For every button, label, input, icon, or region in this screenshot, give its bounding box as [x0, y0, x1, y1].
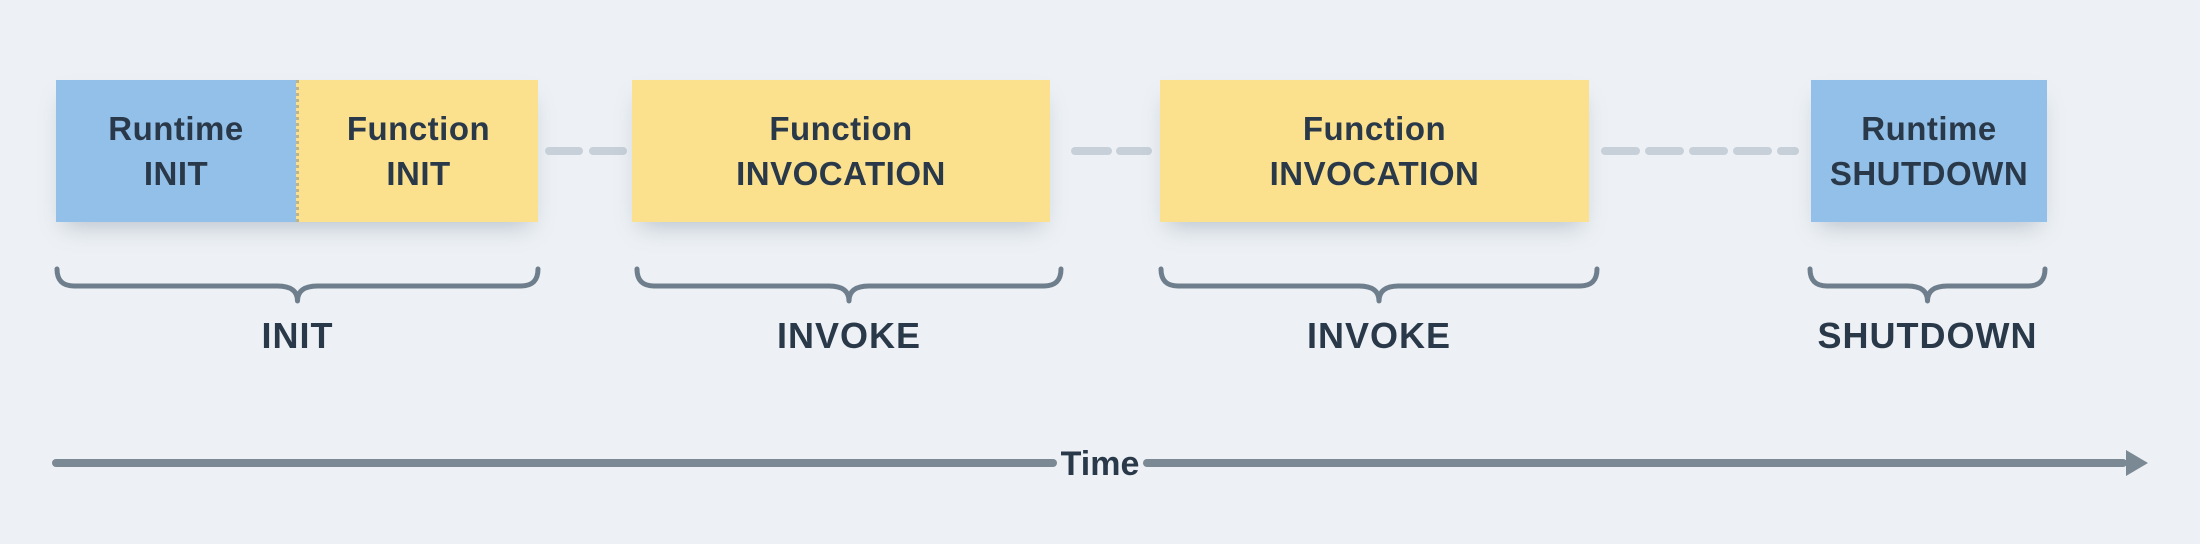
phase-group-shutdown: Runtime SHUTDOWN: [1811, 80, 2047, 222]
dashed-connector-icon: [545, 147, 627, 155]
phase-group-invoke-1: Function INVOCATION: [632, 80, 1050, 222]
segment-label-line2: SHUTDOWN: [1829, 155, 2029, 192]
phase-label-shutdown: SHUTDOWN: [1817, 315, 2038, 356]
phase-segment-runtime-shutdown: Runtime SHUTDOWN: [1811, 80, 2047, 222]
phase-label-invoke-2: INVOKE: [1306, 315, 1452, 356]
segment-label-line2: INIT: [386, 155, 451, 192]
phase-label-invoke-1: INVOKE: [776, 315, 922, 356]
segment-label-line1: Function: [769, 110, 913, 147]
time-axis-line-left: [52, 459, 1057, 467]
dashed-connector-icon: [1601, 147, 1799, 155]
segment-label-line2: INVOCATION: [736, 155, 946, 192]
phase-segment-runtime-init: Runtime INIT: [56, 80, 296, 222]
phase-segment-function-invocation-1: Function INVOCATION: [632, 80, 1050, 222]
dashed-connector-icon: [1071, 147, 1152, 155]
segment-label-line1: Function: [346, 110, 491, 147]
init-brace-icon: [54, 266, 541, 304]
segment-label-line1: Function: [1302, 110, 1447, 147]
segment-label-line1: Runtime: [108, 110, 244, 147]
time-axis-label: Time: [1060, 444, 1140, 483]
invoke1-brace-icon: [634, 266, 1064, 304]
phase-group-invoke-2: Function INVOCATION: [1160, 80, 1589, 222]
segment-label-line1: Runtime: [1861, 110, 1997, 147]
time-axis-line-right: [1143, 459, 2127, 467]
invoke2-brace-icon: [1158, 266, 1600, 304]
phase-label-init: INIT: [261, 315, 334, 356]
phase-segment-function-invocation-2: Function INVOCATION: [1160, 80, 1589, 222]
shutdown-brace-icon: [1807, 266, 2048, 304]
segment-label-line2: INVOCATION: [1269, 155, 1480, 192]
phase-segment-function-init: Function INIT: [296, 80, 538, 222]
segment-label-line2: INIT: [143, 155, 209, 192]
time-axis-arrowhead-icon: [2126, 450, 2148, 476]
phase-group-init: Runtime INIT Function INIT: [56, 80, 538, 222]
